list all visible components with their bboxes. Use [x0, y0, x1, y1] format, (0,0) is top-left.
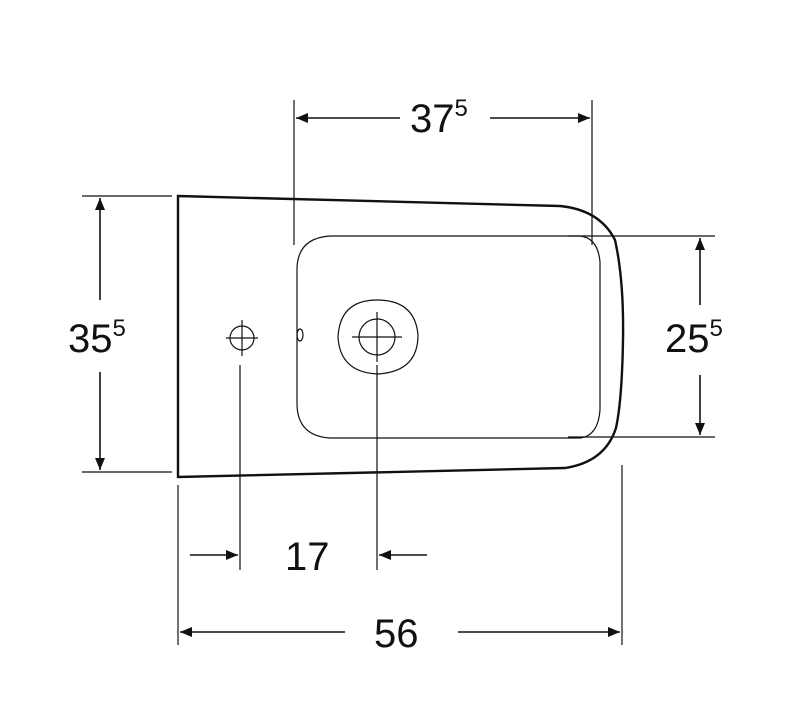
svg-text:255: 255: [665, 315, 723, 361]
dim-label: 37: [410, 97, 455, 141]
bidet-outline: [176, 194, 625, 479]
dimension-bowl-length: 375: [293, 95, 593, 245]
tap-hole-icon: [226, 320, 258, 356]
dimension-hole-spacing: 17: [190, 365, 427, 579]
svg-text:355: 355: [68, 315, 126, 361]
dimension-bowl-width: 255: [568, 235, 723, 438]
dim-sup: 5: [455, 95, 468, 122]
drain-icon: [337, 299, 419, 375]
dim-sup: 5: [113, 315, 126, 342]
dimension-overall-length: 56: [177, 465, 623, 656]
dimension-overall-width: 355: [68, 195, 172, 473]
dim-label: 17: [285, 535, 330, 579]
dim-sup: 5: [710, 315, 723, 342]
dim-label: 56: [374, 612, 419, 656]
bowl-outline: [296, 235, 601, 439]
overflow-slot: [296, 328, 304, 342]
dim-label: 35: [68, 317, 113, 361]
dim-label: 25: [665, 317, 710, 361]
svg-text:375: 375: [410, 95, 468, 141]
